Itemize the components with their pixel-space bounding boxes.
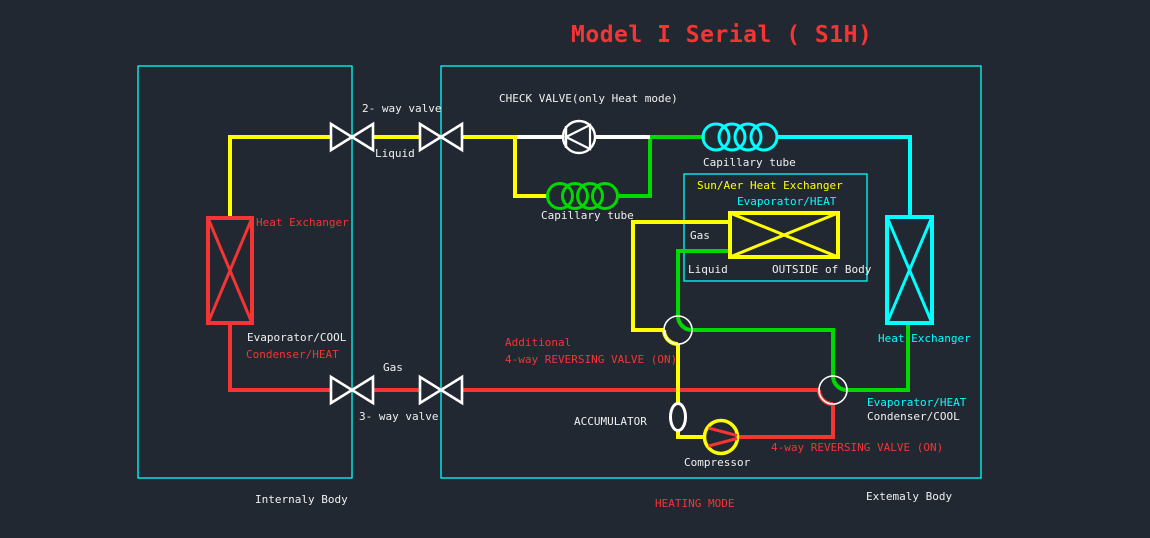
external-body-label: Extemaly Body (866, 490, 953, 503)
pipe-cyan-top (777, 135, 912, 217)
four-way-valve-additional-symbol (662, 315, 693, 346)
additional-4way-label: 4-way REVERSING VALVE (ON) (505, 353, 678, 366)
drawing-title: Model I Serial ( S1H) (571, 22, 873, 48)
sun-aer-box (683, 173, 868, 282)
three-way-valve-label: 3- way valve (359, 410, 439, 423)
gas-line-label: Gas (383, 361, 403, 374)
capillary-tube-mid-label: Capillary tube (541, 209, 634, 222)
right-hx-cool-label: Condenser/COOL (867, 410, 960, 423)
heating-mode-label: HEATING MODE (655, 497, 735, 510)
left-hx-name-label: Heat Exchanger (256, 216, 349, 229)
left-hx-heat-label: Condenser/HEAT (246, 348, 339, 361)
main-4way-label: 4-way REVERSING VALVE (ON) (771, 441, 944, 454)
pipe-yellow-liquid-top (228, 135, 549, 218)
right-hx-name-label: Heat Exchanger (878, 332, 971, 345)
sun-aer-mode-label: Evaporator/HEAT (737, 195, 837, 208)
right-hx-heat-label: Evaporator/HEAT (867, 396, 967, 409)
heat-exchanger-right-symbol (885, 215, 934, 325)
internal-body-label: Internaly Body (255, 493, 348, 506)
accumulator-symbol (669, 402, 687, 432)
external-body-box (440, 65, 982, 479)
four-way-valve-main-symbol (817, 375, 848, 406)
pipe-green-mid (692, 328, 835, 376)
pipe-red-main (228, 323, 819, 392)
capillary-tube-top-label: Capillary tube (703, 156, 796, 169)
pipe-green-liquid (676, 249, 730, 316)
check-valve-symbol (561, 119, 597, 155)
pipe-green-outdoor (847, 323, 910, 392)
sun-aer-title-label: Sun/Aer Heat Exchanger (697, 179, 843, 192)
capillary-coil-green (546, 182, 619, 210)
pipe-yellow-gas (631, 220, 730, 332)
three-way-valve-symbol-1 (329, 374, 375, 406)
heat-exchanger-left-symbol (206, 216, 254, 325)
outside-of-body-label: OUTSIDE of Body (772, 263, 872, 276)
two-way-valve-label: 2- way valve (362, 102, 442, 115)
additional-label: Additional (505, 336, 572, 349)
sun-aer-gas-label: Gas (690, 229, 710, 242)
accumulator-label: ACCUMULATOR (574, 415, 647, 428)
pipe-green-capillary-branch (619, 135, 705, 198)
check-valve-label: CHECK VALVE(only Heat mode) (499, 92, 678, 105)
two-way-valve-symbol-1 (329, 121, 375, 153)
sun-aer-liquid-label: Liquid (688, 263, 728, 276)
compressor-symbol (702, 418, 740, 456)
left-hx-cool-label: Evaporator/COOL (247, 331, 347, 344)
pipe-yellow-suction-lower (676, 430, 705, 439)
two-way-valve-symbol-2 (418, 121, 464, 153)
three-way-valve-symbol-2 (418, 374, 464, 406)
liquid-line-label: Liquid (375, 147, 415, 160)
internal-body-box (137, 65, 353, 479)
capillary-coil-cyan (701, 122, 779, 152)
sun-aer-exchanger-symbol (728, 211, 840, 259)
pipe-red-discharge (737, 404, 835, 439)
compressor-label: Compressor (684, 456, 751, 469)
